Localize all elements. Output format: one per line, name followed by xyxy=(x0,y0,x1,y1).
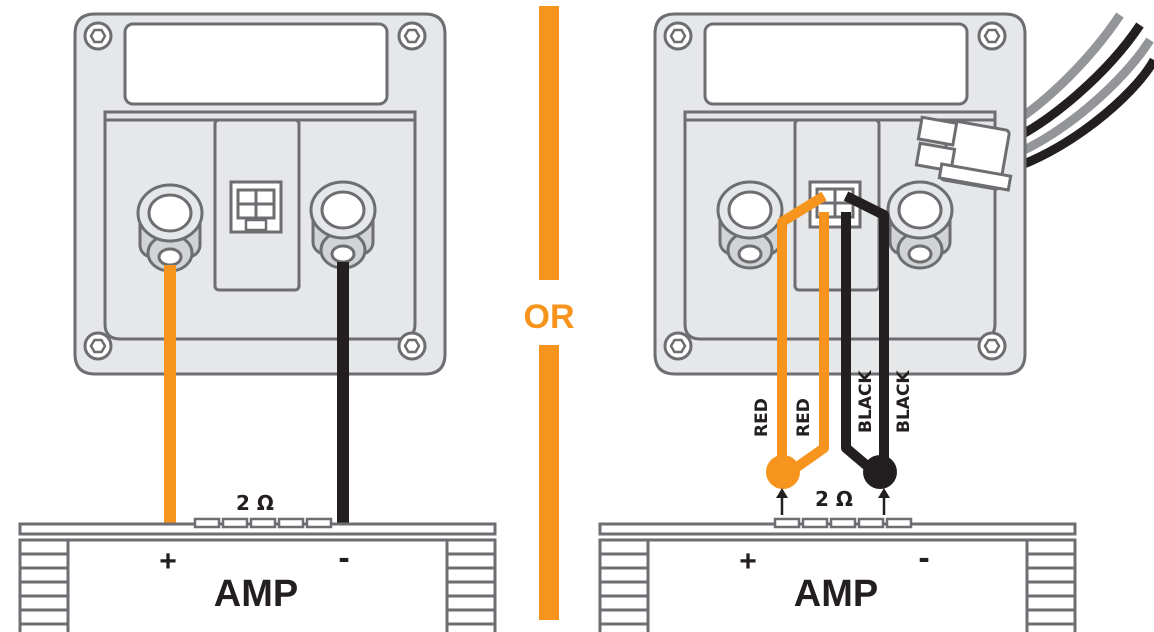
right-screw-bottom-right xyxy=(977,331,1007,361)
right-wire-label-red-2: RED xyxy=(794,398,814,437)
right-wire-label-red-1: RED xyxy=(752,398,772,437)
right-impedance-label: 2 Ω xyxy=(815,487,853,511)
left-minus-sign: - xyxy=(338,539,349,577)
left-negative-post xyxy=(309,180,377,270)
left-plus-sign: + xyxy=(159,545,177,578)
right-screw-top-left xyxy=(663,21,693,51)
left-positive-post xyxy=(136,183,204,273)
right-black-wire-1 xyxy=(843,191,889,470)
or-separator: OR xyxy=(524,6,575,620)
right-diagram: RED RED BLACK BLACK + - AMP 2 Ω xyxy=(598,12,1154,632)
right-screw-top-right xyxy=(977,21,1007,51)
right-plus-sign: + xyxy=(739,545,757,578)
or-label: OR xyxy=(524,298,575,336)
right-amp-label: AMP xyxy=(794,573,878,615)
right-red-wire-1 xyxy=(777,191,827,475)
right-negative-post xyxy=(886,180,954,270)
left-impedance-label: 2 Ω xyxy=(236,491,274,515)
right-positive-post xyxy=(716,180,784,270)
right-minus-sign: - xyxy=(918,539,929,577)
right-black-junction xyxy=(863,455,897,489)
right-loose-plug xyxy=(914,115,1013,192)
right-screw-bottom-left xyxy=(663,331,693,361)
left-screw-bottom-left xyxy=(83,331,113,361)
left-amp-label: AMP xyxy=(214,573,298,615)
right-wire-label-black-1: BLACK xyxy=(856,370,876,433)
left-screw-top-right xyxy=(397,21,427,51)
left-diagram: + - AMP 2 Ω xyxy=(18,12,497,632)
left-plug-socket xyxy=(229,180,283,234)
right-arrow-up-icon-positive xyxy=(776,488,788,515)
right-red-junction xyxy=(766,455,800,489)
right-arrow-up-icon-negative xyxy=(878,488,890,515)
left-screw-bottom-right xyxy=(397,331,427,361)
right-black-wire-2 xyxy=(841,212,876,474)
right-wire-label-black-2: BLACK xyxy=(894,370,914,433)
left-screw-top-left xyxy=(83,21,113,51)
right-red-wire-2 xyxy=(787,212,829,477)
